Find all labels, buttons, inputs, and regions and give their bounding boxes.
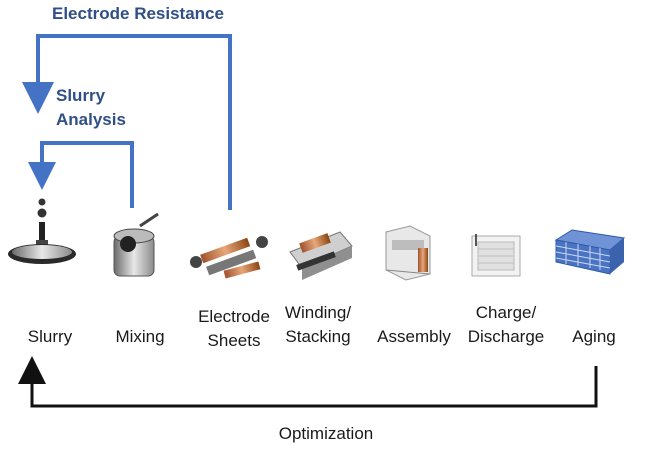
mixer-icon	[113, 212, 159, 277]
slurry-meter-icon	[8, 198, 76, 264]
arrow-down-icon	[28, 162, 56, 190]
assembly-machine-icon	[385, 225, 431, 281]
step-label-mixing: Mixing	[115, 327, 165, 346]
step-label-assembly: Assembly	[377, 327, 451, 346]
electrode-resistance-loop	[22, 34, 232, 210]
arrow-up-icon	[18, 356, 46, 384]
slurry-analysis-label: Slurry Analysis	[56, 86, 126, 129]
step-label-electrode-sheets: Electrode Sheets	[198, 307, 270, 350]
step-label-charge-discharge: Charge/ Discharge	[467, 303, 545, 346]
step-label-winding-stacking: Winding/ Stacking	[284, 303, 352, 346]
optimization-label: Optimization	[278, 424, 374, 443]
step-label-aging: Aging	[572, 327, 616, 346]
step-label-slurry: Slurry	[27, 327, 73, 346]
arrow-down-icon	[22, 82, 54, 114]
optimization-loop	[18, 356, 598, 408]
winding-machine-icon	[289, 231, 353, 280]
electrode-sheets-icon	[190, 236, 268, 279]
aging-rack-icon	[554, 229, 626, 275]
charger-cabinet-icon	[471, 234, 521, 277]
electrode-resistance-label: Electrode Resistance	[52, 4, 224, 23]
slurry-analysis-loop	[28, 141, 134, 208]
